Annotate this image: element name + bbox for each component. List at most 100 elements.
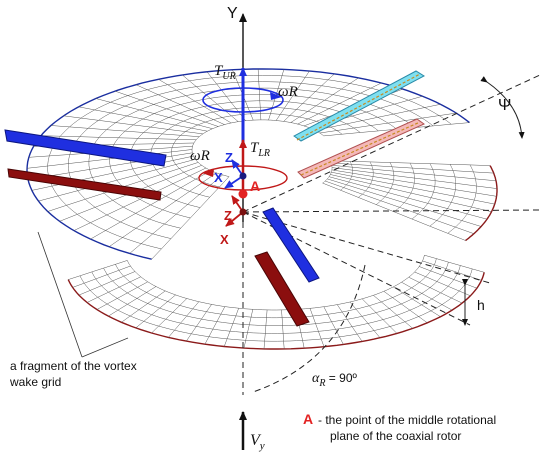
- upper-thrust-label: TUR: [214, 63, 236, 82]
- alpha-label: αR = 90º: [312, 371, 357, 389]
- wake-spoke: [86, 276, 141, 303]
- wake-spoke: [283, 73, 335, 122]
- y-axis-label: Y: [227, 5, 238, 22]
- upper-blade-front: [262, 207, 320, 283]
- wake-spoke: [323, 306, 344, 345]
- psi-arc: [480, 76, 525, 139]
- upper-rotation-arrowhead: [270, 92, 282, 100]
- lower-omega-label: ωR: [190, 148, 210, 164]
- upper-z-label: Z: [225, 150, 233, 165]
- wake-spoke: [63, 115, 203, 135]
- wake-spoke: [186, 304, 212, 342]
- lower-hub-point: [239, 208, 247, 216]
- wake-spoke: [40, 135, 197, 141]
- wake-spoke: [336, 304, 363, 342]
- upper-omega-label: ωR: [278, 84, 298, 100]
- lower-wake-grid: [67, 160, 498, 350]
- wake-ring: [68, 81, 434, 239]
- wake-ring: [447, 164, 477, 234]
- point-note-letter: A: [303, 411, 313, 427]
- wake-spoke: [290, 77, 359, 123]
- wake-spoke: [331, 171, 495, 205]
- wake-spoke: [328, 176, 488, 220]
- wake-ring: [340, 161, 353, 191]
- lower-x-axis: [225, 211, 244, 227]
- wake-spoke: [331, 167, 498, 189]
- wake-spoke: [38, 159, 196, 202]
- wake-spoke: [401, 281, 453, 311]
- wake-ring: [26, 68, 470, 260]
- psi-label: Ψ: [498, 97, 511, 114]
- wake-spoke: [361, 298, 398, 334]
- wake-spoke: [114, 90, 219, 127]
- upper-blade-right-vortex: [296, 73, 421, 141]
- wake-spoke: [72, 265, 131, 288]
- h-ref-line-lower: [242, 211, 491, 284]
- point-note-line2: plane of the coaxial rotor: [330, 429, 461, 443]
- wake-spoke: [263, 309, 268, 349]
- wake-spoke: [108, 286, 157, 317]
- wake-spoke: [223, 308, 239, 347]
- fragment-pointer-1: [37, 231, 83, 358]
- wake-spoke: [309, 308, 325, 347]
- wake-spoke: [135, 84, 225, 125]
- wake-spoke: [281, 309, 285, 349]
- wake-spoke: [322, 182, 466, 241]
- lower-blade-right-vortex: [300, 121, 421, 176]
- wake-spoke: [182, 74, 239, 122]
- wake-spoke: [319, 112, 457, 134]
- wake-ring: [47, 75, 452, 250]
- wake-spoke: [327, 178, 482, 227]
- wake-spoke: [419, 266, 477, 289]
- wake-spoke: [329, 160, 491, 166]
- wake-spoke: [73, 167, 207, 231]
- point-note-line1: - the point of the middle rotational: [318, 413, 496, 427]
- wake-spoke: [275, 70, 310, 121]
- wake-spoke: [95, 98, 213, 129]
- upper-wake-grid: [26, 68, 470, 260]
- wake-spoke: [78, 271, 136, 296]
- wake-spoke: [325, 180, 474, 234]
- upper-x-axis: [224, 175, 244, 189]
- wake-spoke: [78, 106, 208, 132]
- upper-hub-point: [239, 172, 247, 180]
- wake-spoke: [297, 82, 382, 125]
- upper-blade-left: [4, 129, 167, 167]
- wake-spoke: [151, 176, 230, 260]
- fragment-note-line1: a fragment of the vortex: [10, 359, 137, 373]
- wake-spoke: [373, 295, 413, 329]
- wake-spoke: [331, 169, 497, 197]
- vy-label: Vy: [250, 432, 265, 452]
- wake-spoke: [414, 271, 471, 297]
- upper-rotation-ellipse: [202, 87, 284, 113]
- wake-spoke: [26, 149, 193, 169]
- wake-spoke: [331, 165, 497, 182]
- wake-ring: [393, 162, 415, 212]
- h-label: h: [477, 297, 485, 313]
- wake-spoke: [135, 294, 176, 329]
- wake-spoke: [96, 281, 148, 310]
- lower-thrust-label: TLR: [250, 140, 270, 159]
- wake-spoke: [424, 254, 485, 273]
- wake-spoke: [349, 301, 381, 338]
- wake-spoke: [129, 174, 223, 254]
- wake-spoke: [90, 170, 212, 240]
- wake-spoke: [330, 162, 494, 174]
- wake-spoke: [158, 79, 232, 124]
- wake-spoke: [408, 276, 463, 304]
- lower-rotation-arrowhead: [202, 169, 214, 177]
- wake-spoke: [243, 309, 254, 349]
- wake-spoke: [121, 290, 166, 323]
- lower-z-label: Z: [224, 208, 232, 223]
- wake-spoke: [383, 291, 428, 324]
- wake-spoke: [50, 125, 200, 137]
- wake-ring: [429, 164, 456, 227]
- upper-x-label: X: [214, 170, 223, 185]
- lower-blade-left: [7, 168, 162, 201]
- lower-blade-front: [254, 251, 310, 327]
- lower-x-label: X: [220, 232, 229, 247]
- wake-spoke: [204, 306, 226, 345]
- wake-ring: [376, 162, 395, 205]
- wake-ring: [465, 165, 498, 242]
